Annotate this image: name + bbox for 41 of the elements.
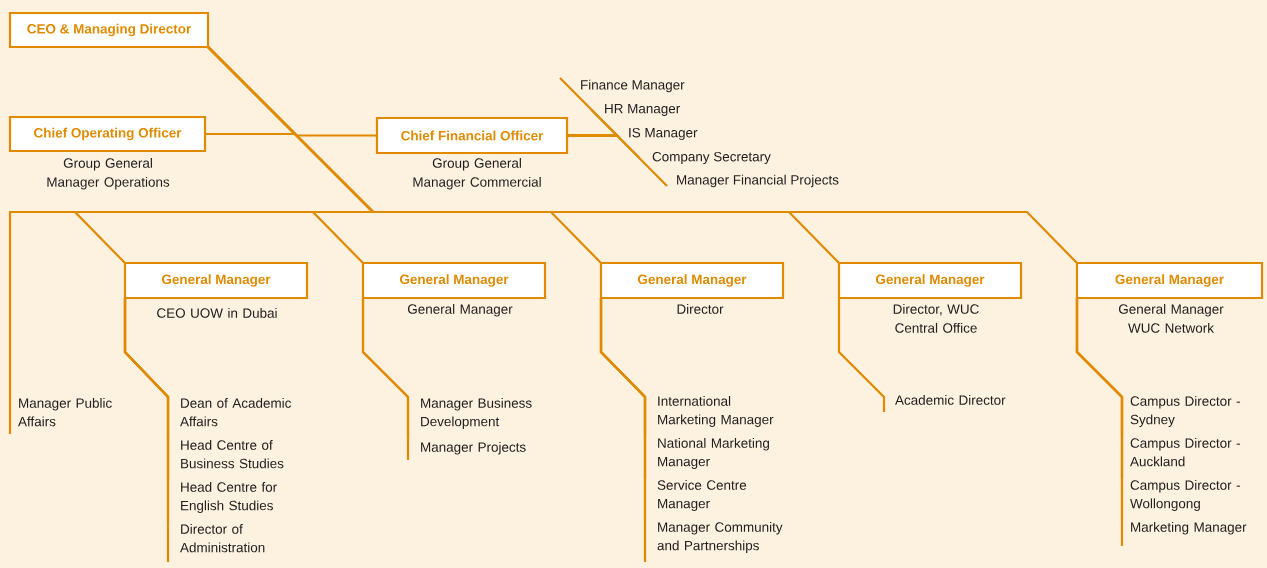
subtitle-text: Director, WUC Central Office [893, 304, 979, 333]
position-text: Head Centre of Business Studies [181, 440, 284, 469]
position-text: Manager Business Development [421, 398, 532, 429]
subtitle-text: General Manager WUC Network [1118, 304, 1224, 333]
connector-line [599, 298, 647, 562]
title-box: Chief Operating Officer [8, 115, 207, 153]
position-text: Head Centre for English Studies [181, 482, 277, 513]
position-text: Marketing Manager [1131, 522, 1247, 535]
position-text: Manager Financial Projects [677, 174, 839, 188]
position-text: Campus Director - Wollongong [1130, 480, 1240, 511]
title-box: General Manager [123, 261, 309, 300]
subtitle-text: CEO UOW in Dubai [157, 308, 277, 318]
subtitle-text: General Manager [407, 304, 513, 317]
subtitle-text: Group General Manager Operations [47, 158, 170, 190]
position-text: Finance Manager [581, 79, 685, 93]
connector-line [207, 46, 1078, 264]
position-text: Manager Community and Partnerships [657, 522, 783, 553]
position-text: International Marketing Manager [658, 396, 774, 427]
position-text: Director of Administration [180, 524, 265, 553]
title-box: Chief Financial Officer [375, 116, 569, 155]
position-text: Manager Projects [421, 442, 526, 455]
connector-line [123, 298, 170, 562]
position-text: Company Secretary [652, 151, 771, 165]
title-box: General Manager [361, 261, 547, 300]
position-text: IS Manager [629, 127, 698, 141]
connector-line [567, 134, 668, 187]
position-text: Campus Director - Sydney [1130, 396, 1240, 427]
title-box: General Manager [1075, 261, 1264, 300]
title-box: General Manager [837, 261, 1023, 300]
position-text: Manager Public Affairs [18, 398, 112, 427]
position-text: Dean of Academic Affairs [180, 398, 291, 427]
position-text: Campus Director - Auckland [1130, 438, 1240, 467]
position-text: Academic Director [895, 395, 1006, 405]
subtitle-text: Group General Manager Commercial [413, 158, 541, 190]
position-text: National Marketing Manager [658, 438, 769, 469]
position-text: HR Manager [605, 104, 680, 116]
position-text: Service Centre Manager [657, 480, 747, 511]
connector-line [837, 298, 886, 412]
subtitle-text: Director [677, 304, 724, 314]
title-box: General Manager [599, 261, 785, 300]
title-box: CEO & Managing Director [8, 11, 210, 49]
